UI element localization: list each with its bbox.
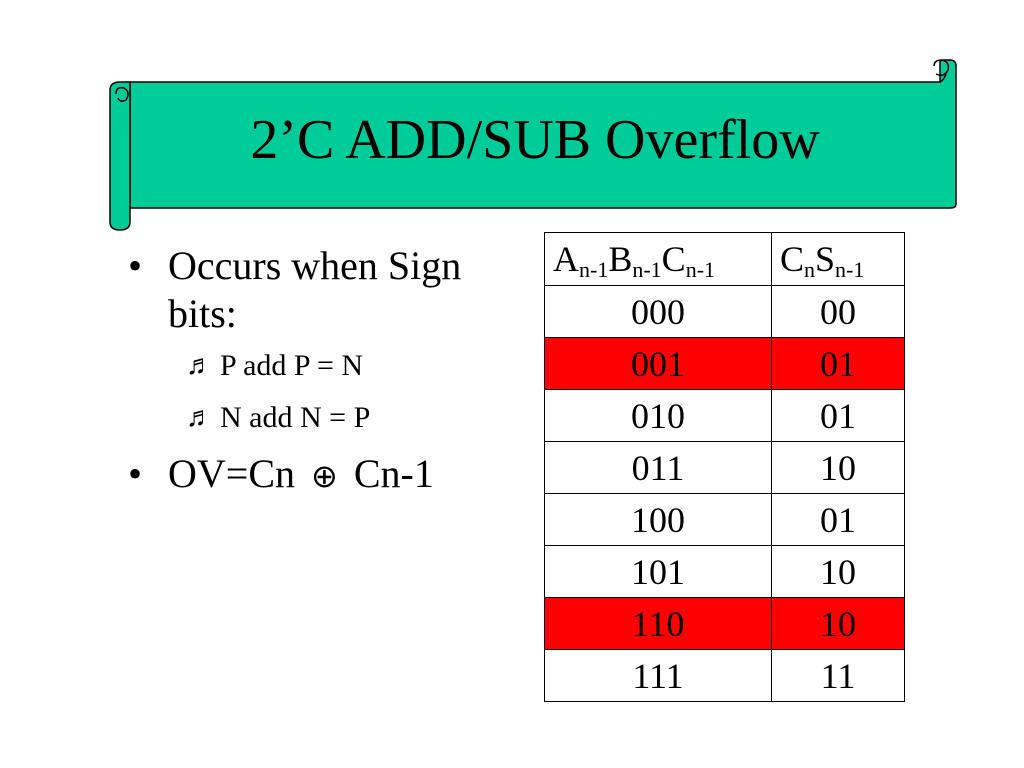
cell-cs: 00: [771, 285, 905, 338]
slide-title: 2’C ADD/SUB Overflow: [250, 109, 820, 171]
cell-abc: 001: [544, 337, 772, 390]
cell-abc: 010: [544, 389, 772, 442]
bullet-ov: • OV=Cn ⊕ Cn-1: [128, 450, 528, 500]
cell-cs: 01: [771, 389, 905, 442]
bullet-list: • Occurs when Sign bits: ♬ P add P = N ♬…: [128, 242, 528, 508]
cell-abc: 101: [544, 545, 772, 598]
header-abc: An-1Bn-1Cn-1: [544, 232, 772, 286]
music-note-icon: ♬: [186, 350, 214, 381]
bullet-occurs-text: Occurs when Sign bits:: [168, 243, 462, 336]
scroll-banner-shape: [109, 59, 957, 231]
cell-cs: 01: [771, 337, 905, 390]
sub-bullet-p-add-p: ♬ P add P = N: [128, 346, 528, 386]
cell-cs: 10: [771, 545, 905, 598]
sub-bullet-p-add-p-text: P add P = N: [220, 349, 364, 382]
cell-abc: 110: [544, 597, 772, 650]
cell-abc: 011: [544, 441, 772, 494]
bullet-dot-icon: •: [128, 451, 143, 496]
cell-cs: 10: [771, 441, 905, 494]
cell-abc: 111: [544, 649, 772, 702]
header-cs: CnSn-1: [771, 232, 905, 286]
ov-formula-right: Cn-1: [353, 451, 434, 496]
bullet-occurs: • Occurs when Sign bits:: [128, 242, 528, 338]
cell-abc: 100: [544, 493, 772, 546]
cell-abc: 000: [544, 285, 772, 338]
title-banner: 2’C ADD/SUB Overflow: [0, 0, 1024, 240]
table-header-row: An-1Bn-1Cn-1 CnSn-1: [544, 232, 905, 286]
cell-cs: 01: [771, 493, 905, 546]
ov-formula-left: OV=Cn: [168, 451, 296, 496]
cell-cs: 10: [771, 597, 905, 650]
sub-bullet-n-add-n: ♬ N add N = P: [128, 398, 528, 438]
bullet-dot-icon: •: [128, 243, 143, 288]
xor-icon: ⊕: [311, 457, 338, 495]
sub-bullet-n-add-n-text: N add N = P: [220, 401, 371, 434]
cell-cs: 11: [771, 649, 905, 702]
music-note-icon: ♬: [186, 402, 214, 433]
